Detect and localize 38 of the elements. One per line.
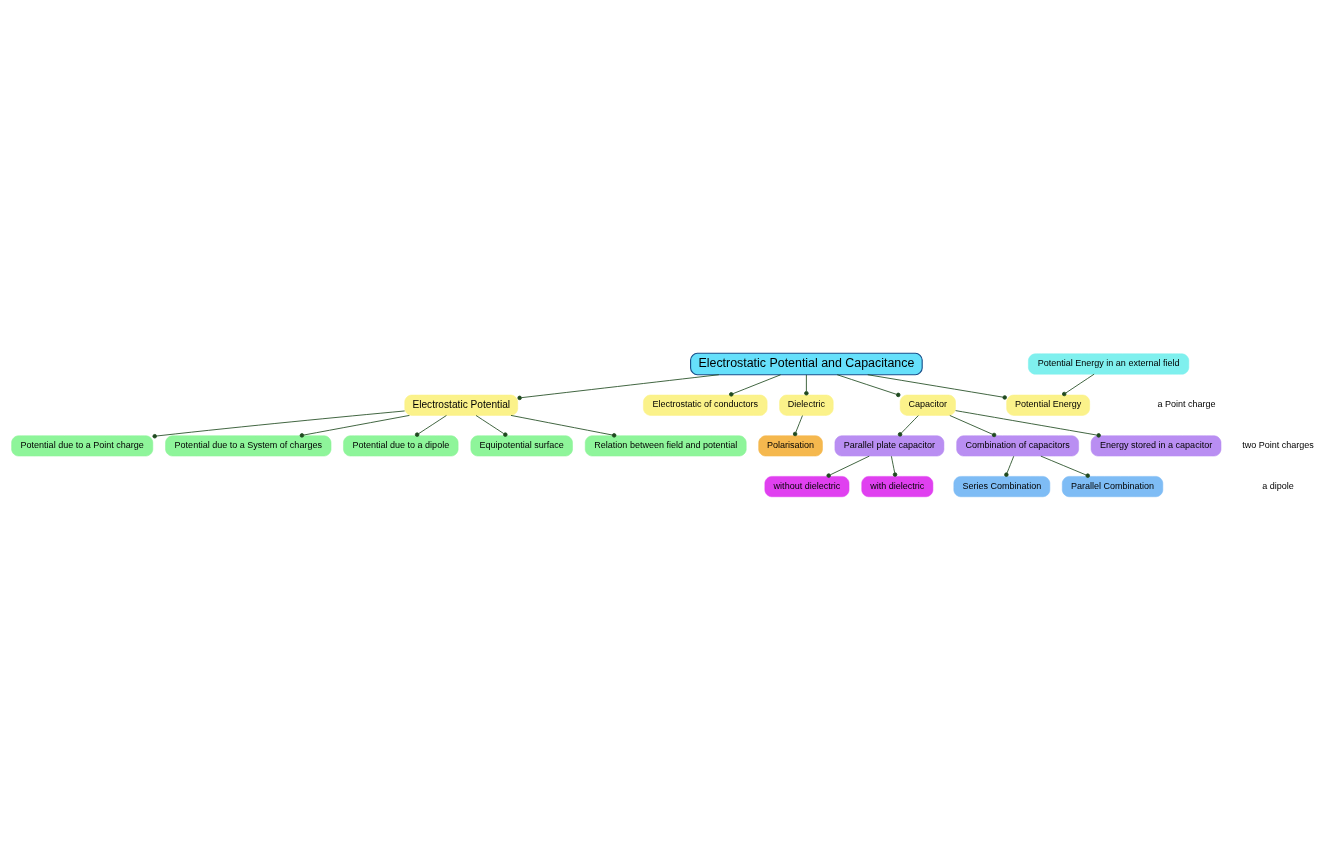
- node-box: Potential due to a dipole: [343, 435, 459, 457]
- connector: [414, 415, 447, 437]
- label: a dipole: [1262, 480, 1294, 491]
- node-box: Potential Energy in an external field: [1028, 353, 1190, 375]
- node-box: with dielectric: [861, 476, 934, 497]
- connector: [517, 374, 720, 401]
- connector: [949, 415, 997, 438]
- connector: [1062, 373, 1095, 397]
- connector: [792, 415, 803, 437]
- connector: [955, 410, 1101, 438]
- node-box: Parallel plate capacitor: [834, 435, 945, 457]
- node-box: Electrostatic Potential and Capacitance: [690, 352, 923, 376]
- label: a Point charge: [1157, 399, 1216, 410]
- node-box: Combination of capacitors: [956, 435, 1079, 457]
- connector: [897, 415, 919, 437]
- node-box: Dielectric: [779, 394, 834, 416]
- node-box: Potential due to a Point charge: [11, 435, 154, 457]
- connector: [299, 415, 410, 438]
- node-box: Equipotential surface: [470, 435, 573, 457]
- node-box: Polarisation: [758, 435, 823, 457]
- node-box: without dielectric: [764, 476, 850, 497]
- node-box: Electrostatic Potential: [404, 394, 518, 416]
- connector: [152, 410, 406, 439]
- connector: [804, 374, 809, 396]
- connector: [1004, 455, 1015, 477]
- connector: [890, 455, 898, 477]
- connector: [475, 415, 508, 437]
- connector: [867, 374, 1007, 400]
- connector: [1040, 455, 1090, 478]
- connector: [826, 455, 870, 478]
- node-box: Potential Energy: [1006, 394, 1090, 416]
- connector: [729, 374, 782, 397]
- connector: [510, 415, 617, 438]
- label: two Point charges: [1242, 440, 1314, 451]
- node-box: Capacitor: [899, 394, 956, 416]
- connector: [836, 374, 901, 398]
- node-box: Parallel Combination: [1062, 476, 1164, 497]
- node-box: Series Combination: [953, 476, 1051, 497]
